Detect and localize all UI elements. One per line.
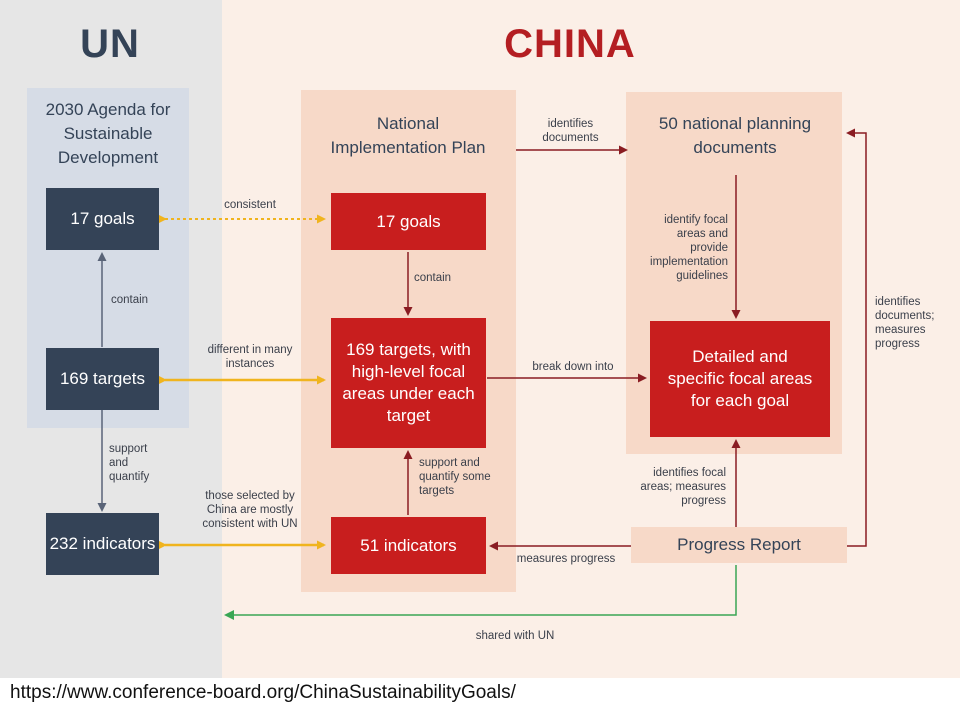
- nip-targets-box: 169 targets, with high-level focal areas…: [331, 318, 486, 448]
- un-indicators-box: 232 indicators: [46, 513, 159, 575]
- shared-with-un-label: shared with UN: [475, 630, 555, 642]
- identifies-documents-label: identifies documents: [542, 118, 599, 144]
- un-contain-label: contain: [111, 294, 149, 306]
- selected-label: those selected by China are mostly consi…: [202, 490, 298, 530]
- nip-contain-label: contain: [414, 272, 452, 284]
- progress-report-box: Progress Report: [631, 527, 847, 563]
- identifies-focal-label: identifies focal areas; measures progres…: [640, 467, 726, 507]
- nip-indicators-box: 51 indicators: [331, 517, 486, 574]
- un-support-label: support and quantify: [109, 443, 150, 483]
- identify-focal-label: identify focal areas and provide impleme…: [650, 214, 728, 282]
- different-label: different in many instances: [207, 344, 293, 370]
- un-targets-box: 169 targets: [46, 348, 159, 410]
- source-url[interactable]: https://www.conference-board.org/ChinaSu…: [10, 682, 516, 703]
- break-down-label: break down into: [532, 361, 614, 373]
- focal-areas-box: Detailed and specific focal areas for ea…: [650, 321, 830, 437]
- nip-goals-box: 17 goals: [331, 193, 486, 250]
- identifies-documents-measures-label: identifies documents; measures progress: [875, 296, 935, 350]
- un-header: UN: [80, 22, 140, 66]
- report-to-documents-arrow: [846, 128, 867, 547]
- implementation-plan-title: National Implementation Plan: [330, 114, 486, 157]
- shared-with-un-arrow: [224, 565, 737, 620]
- agenda-title: 2030 Agenda for Sustainable Development: [45, 100, 171, 167]
- measures-progress-label: measures progress: [516, 553, 616, 565]
- planning-documents-title: 50 national planning documents: [658, 114, 812, 157]
- china-header: CHINA: [504, 22, 636, 66]
- nip-support-label: support and quantify some targets: [419, 457, 491, 497]
- un-goals-box: 17 goals: [46, 188, 159, 250]
- consistent-label: consistent: [224, 199, 276, 211]
